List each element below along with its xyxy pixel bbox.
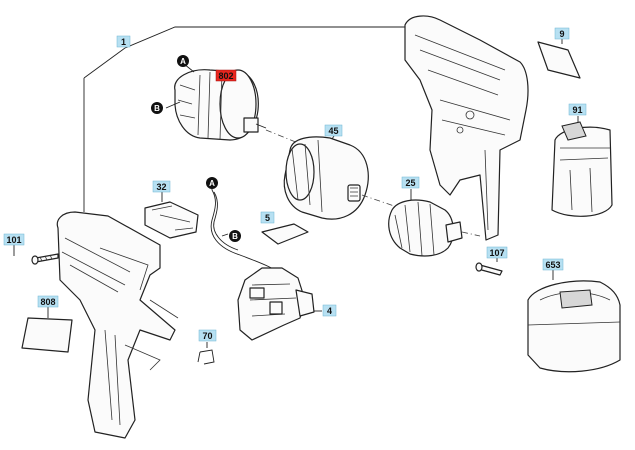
svg-text:45: 45 bbox=[328, 126, 338, 136]
battery-91 bbox=[551, 116, 613, 217]
callout-107: 107 bbox=[486, 246, 508, 259]
svg-text:9: 9 bbox=[559, 29, 564, 39]
switch-module-4 bbox=[237, 267, 322, 341]
callout-653: 653 bbox=[542, 258, 564, 271]
callout-9: 9 bbox=[554, 27, 570, 40]
charger-653 bbox=[527, 269, 621, 373]
callout-91: 91 bbox=[568, 103, 587, 116]
svg-text:5: 5 bbox=[265, 213, 270, 223]
label-9 bbox=[537, 38, 581, 79]
screw-101 bbox=[13, 244, 59, 265]
svg-text:32: 32 bbox=[156, 182, 166, 192]
callout-45: 45 bbox=[324, 124, 343, 137]
svg-text:107: 107 bbox=[489, 248, 504, 258]
svg-text:B: B bbox=[154, 104, 160, 113]
marker-wire-a: A bbox=[206, 177, 218, 189]
svg-text:B: B bbox=[232, 232, 238, 241]
housing-right-half bbox=[404, 15, 529, 241]
marker-motor-b: B bbox=[151, 102, 163, 114]
leader-housing bbox=[83, 26, 415, 212]
marker-wire-b: B bbox=[229, 230, 241, 242]
callout-25: 25 bbox=[401, 176, 420, 189]
chuck-25 bbox=[388, 189, 481, 257]
motor-802 bbox=[165, 63, 341, 161]
callout-101: 101 bbox=[3, 233, 25, 246]
callout-802-highlighted: 802 bbox=[215, 69, 237, 82]
callout-4: 4 bbox=[322, 304, 337, 317]
svg-text:802: 802 bbox=[218, 71, 233, 81]
svg-text:A: A bbox=[180, 57, 186, 66]
gearbox-45 bbox=[283, 135, 401, 220]
callout-70: 70 bbox=[198, 329, 217, 342]
svg-text:25: 25 bbox=[405, 178, 415, 188]
svg-text:101: 101 bbox=[6, 235, 21, 245]
switch-cover-32 bbox=[144, 192, 199, 239]
callout-1: 1 bbox=[116, 35, 131, 48]
marker-motor-a: A bbox=[177, 55, 189, 67]
callout-32: 32 bbox=[152, 180, 171, 193]
svg-text:4: 4 bbox=[327, 306, 332, 316]
screw-107 bbox=[475, 258, 503, 276]
housing-left-half bbox=[56, 211, 179, 439]
svg-text:1: 1 bbox=[121, 37, 126, 47]
callout-808: 808 bbox=[37, 295, 59, 308]
clip-70 bbox=[197, 342, 215, 365]
svg-text:70: 70 bbox=[202, 331, 212, 341]
wire-harness bbox=[210, 186, 291, 281]
svg-text:808: 808 bbox=[40, 297, 55, 307]
callout-5: 5 bbox=[260, 211, 275, 224]
svg-text:A: A bbox=[209, 179, 215, 188]
svg-text:653: 653 bbox=[545, 260, 560, 270]
label-plate-808 bbox=[21, 306, 73, 353]
svg-text:91: 91 bbox=[572, 105, 582, 115]
